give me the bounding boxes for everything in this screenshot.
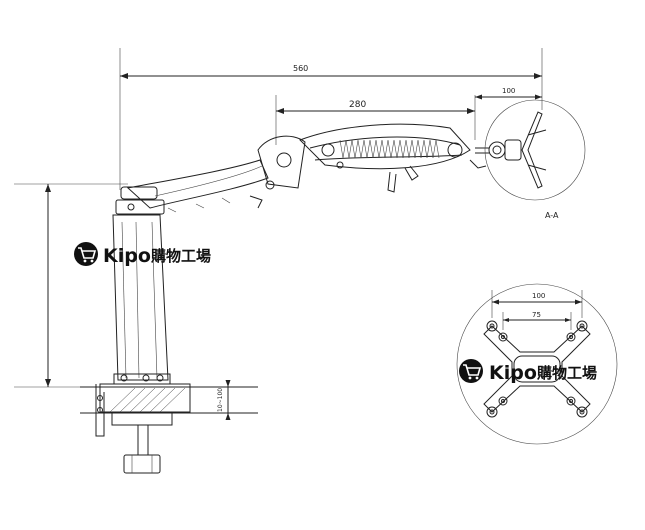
vesa-plate-view: 100 75 xyxy=(456,283,618,445)
dimension-560: 560 xyxy=(119,48,543,190)
upper-arm xyxy=(299,123,487,193)
dim-clamp-label: 10~100 xyxy=(217,388,224,412)
watermark-shop-name: 購物工場 xyxy=(536,364,597,382)
vesa-100-label: 100 xyxy=(532,292,545,300)
watermark-left: Kipo 購物工場 xyxy=(74,242,211,267)
dim-560-label: 560 xyxy=(293,64,308,73)
desk-clamp xyxy=(80,383,258,474)
section-label: A-A xyxy=(545,211,559,220)
dimension-100-head: 100 xyxy=(475,87,542,100)
watermark-right: Kipo 購物工場 xyxy=(459,359,597,384)
dimension-280: 280 xyxy=(275,95,476,145)
section-view-circle: A-A xyxy=(484,99,586,220)
gas-spring xyxy=(339,139,440,159)
pole xyxy=(112,186,171,385)
dimension-height xyxy=(14,183,128,388)
dimension-clamp: 10~100 xyxy=(188,380,258,420)
vesa-75-label: 75 xyxy=(532,311,541,319)
dim-100-head-label: 100 xyxy=(502,87,515,95)
desk-hatch xyxy=(109,387,186,413)
watermark-brand: Kipo xyxy=(103,245,151,267)
dim-280-label: 280 xyxy=(349,100,366,110)
lower-arm xyxy=(126,135,306,213)
watermark-shop-name: 購物工場 xyxy=(150,247,211,265)
tilt-head xyxy=(475,111,547,189)
watermark-brand: Kipo xyxy=(489,362,537,384)
